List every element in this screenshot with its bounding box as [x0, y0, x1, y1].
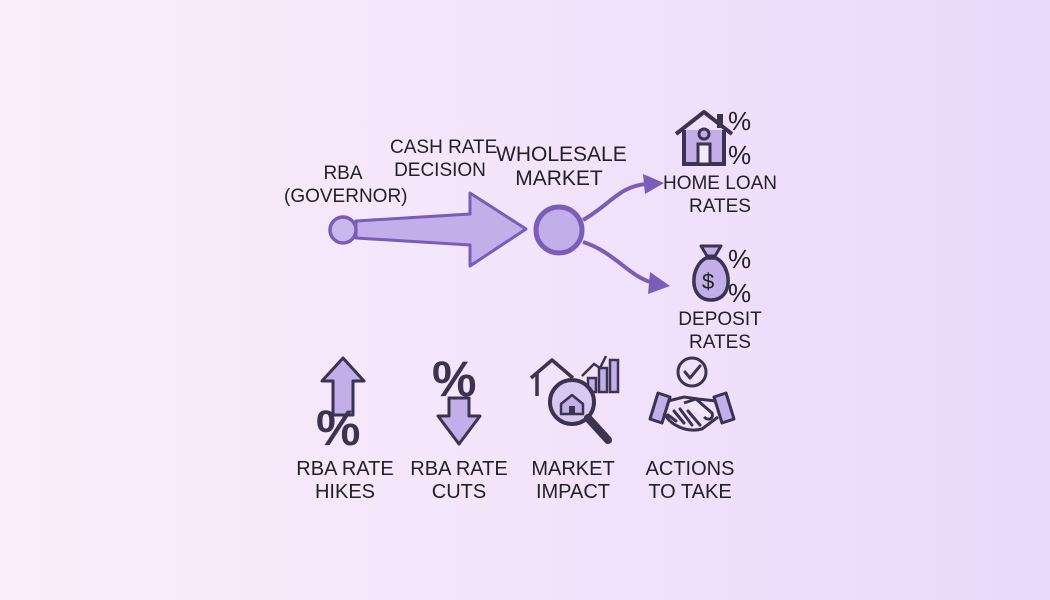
- percent-up-arrow-icon: %: [316, 356, 366, 447]
- house-percent-icon: % %: [674, 106, 751, 170]
- legend-label-actions: ACTIONS TO TAKE: [645, 458, 735, 503]
- deposit-branch: [582, 240, 655, 285]
- dollar-glyph: $: [702, 269, 714, 294]
- house-magnifier-chart-icon: [529, 355, 620, 444]
- percent-glyph: %: [728, 278, 751, 308]
- handshake-check-icon: [648, 356, 736, 432]
- legend-label-hikes: RBA RATE HIKES: [296, 458, 394, 503]
- home-loan-rates-label: HOME LOAN RATES: [662, 173, 778, 217]
- rba-node: [328, 215, 358, 245]
- cash-rate-arrow: [354, 191, 528, 268]
- percent-down-arrow-icon: %: [432, 352, 482, 446]
- percent-glyph: %: [728, 106, 751, 136]
- rba-governor-label: RBA (GOVERNOR): [284, 163, 408, 207]
- deposit-arrowhead: [648, 272, 670, 294]
- legend-label-cuts: RBA RATE CUTS: [410, 458, 508, 503]
- home-loan-arrowhead: [643, 174, 664, 194]
- wholesale-market-label: WHOLESALE MARKET: [496, 143, 627, 190]
- percent-glyph: %: [728, 140, 751, 170]
- wholesale-market-node: [533, 204, 585, 256]
- legend-label-market-impact: MARKET IMPACT: [531, 458, 615, 503]
- percent-glyph: %: [728, 244, 751, 274]
- money-bag-percent-icon: $ % %: [692, 244, 751, 308]
- home-loan-branch: [582, 182, 649, 222]
- percent-glyph: %: [316, 400, 360, 447]
- deposit-rates-label: DEPOSIT RATES: [678, 309, 762, 353]
- cash-rate-decision-label: CASH RATE DECISION: [390, 137, 498, 181]
